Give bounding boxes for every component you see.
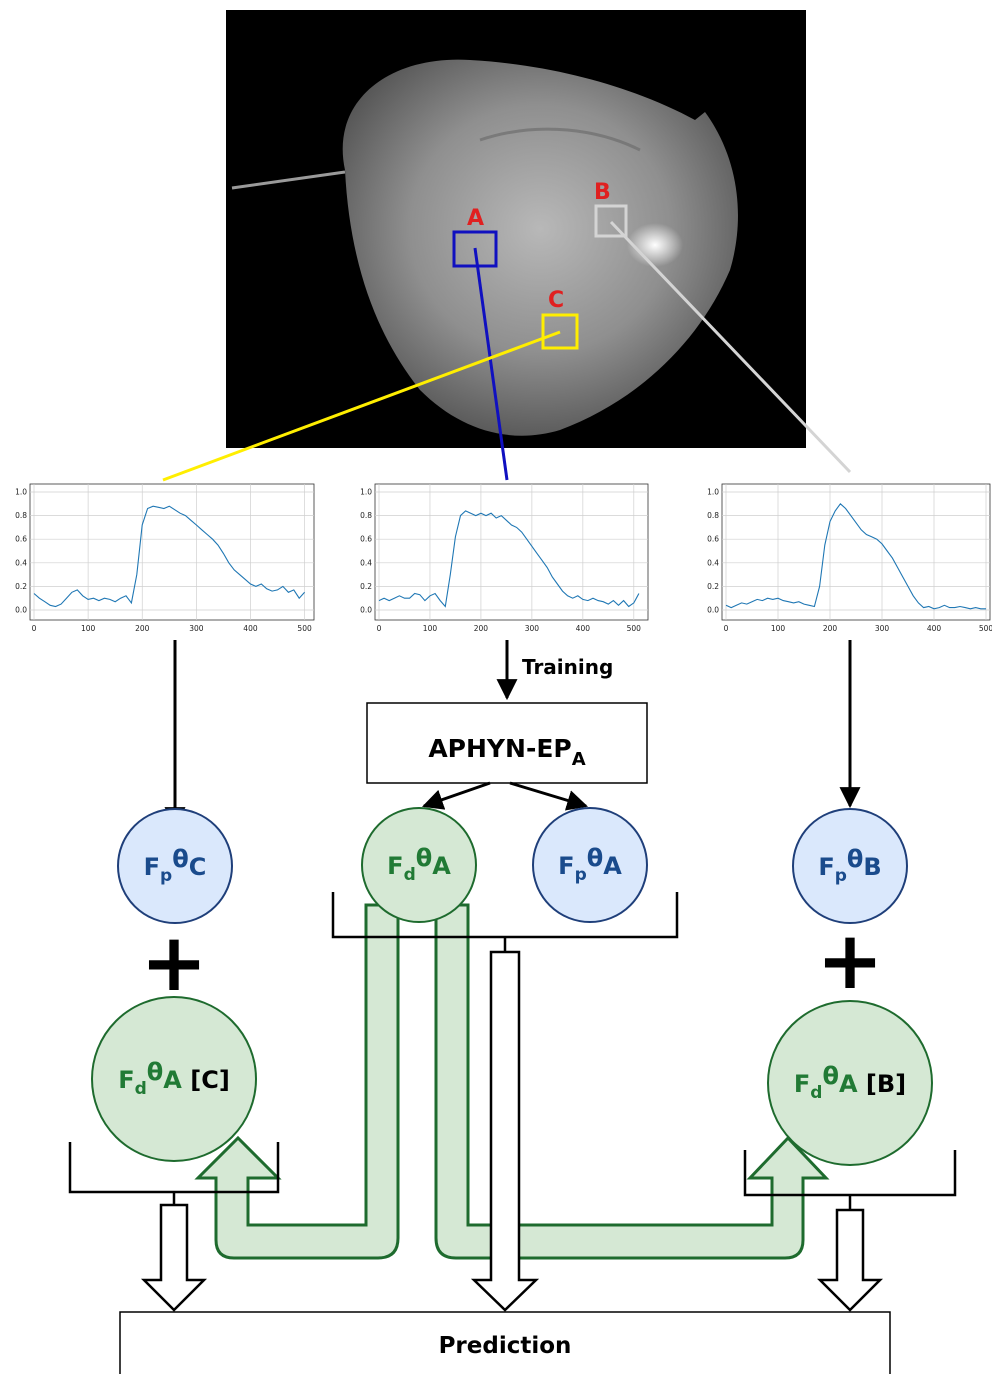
circle-label: FdθA [B] (794, 1062, 906, 1103)
circle-shape (767, 1000, 933, 1166)
y-tick-label: 1.0 (15, 488, 27, 497)
x-tick-label: 200 (135, 624, 150, 633)
y-tick-label: 0.6 (360, 535, 372, 544)
heart-contour (479, 127, 641, 152)
arrow-model-to-fd (422, 781, 491, 810)
signal-line (725, 502, 986, 610)
x-tick-label: 500 (627, 624, 642, 633)
roi-c-connector (162, 330, 561, 482)
y-tick-label: 0.8 (360, 511, 372, 520)
plot-frame (374, 483, 649, 621)
plus-sign-left: + (140, 916, 207, 1009)
roi-b-connector (609, 220, 852, 474)
heart-silhouette (342, 59, 738, 436)
circle-shape (792, 808, 908, 924)
roi-a-box (452, 230, 498, 268)
data-circle-a: FdθA (361, 807, 477, 923)
prediction-box (119, 1311, 891, 1374)
y-tick-label: 0.4 (360, 558, 372, 567)
y-tick-label: 0.0 (360, 606, 372, 615)
y-tick-label: 0.2 (707, 582, 719, 591)
y-tick-label: 0.8 (707, 511, 719, 520)
plus-sign-right: + (816, 914, 883, 1007)
y-tick-label: 1.0 (707, 488, 719, 497)
x-tick-label: 400 (576, 624, 591, 633)
model-box-label: APHYN-EPA (428, 734, 585, 770)
heart-image: A B C (162, 10, 852, 482)
model-box (366, 702, 648, 784)
plot-frame (29, 483, 315, 621)
data-term-transfer-band (194, 903, 830, 1260)
y-tick-label: 0.4 (15, 558, 27, 567)
signal-line (33, 505, 306, 608)
center-prediction-arrow (470, 950, 540, 1312)
left-prediction-arrow (140, 1203, 208, 1312)
y-tick-label: 0.6 (15, 535, 27, 544)
right-prediction-arrow (816, 1208, 884, 1312)
plot-frame (721, 483, 991, 621)
circle-label: FpθC (144, 845, 207, 886)
prediction-label: Prediction (439, 1333, 572, 1359)
x-tick-label: 200 (474, 624, 489, 633)
x-tick-label: 100 (81, 624, 96, 633)
physics-circle-a: FpθA (532, 807, 648, 923)
x-tick-label: 500 (297, 624, 312, 633)
y-tick-label: 0.4 (707, 558, 719, 567)
model-components: FpθC FdθA FpθA FpθB FdθA [C] FdθA [B] (91, 807, 933, 1166)
y-tick-label: 0.0 (707, 606, 719, 615)
roi-b-label: B (594, 180, 611, 205)
right-transfer-arrow (434, 903, 830, 1260)
bright-spot (627, 223, 683, 267)
circle-label: FpθA (558, 844, 622, 885)
roi-a-connector (473, 247, 509, 481)
catheter-line (231, 170, 346, 190)
y-tick-label: 0.8 (15, 511, 27, 520)
left-transfer-arrow (194, 903, 400, 1260)
y-tick-label: 0.2 (360, 582, 372, 591)
roi-b-box (594, 204, 628, 238)
x-tick-label: 200 (823, 624, 838, 633)
roi-c-label: C (548, 288, 564, 313)
x-tick-label: 100 (771, 624, 786, 633)
signal-plots: 0.0 0.2 0.4 0.6 0.8 1.0 0 100 200 300 400 500 0.0 0.2… (15, 483, 992, 633)
circle-shape (361, 807, 477, 923)
x-tick-label: 300 (525, 624, 540, 633)
data-circle-a-for-c: FdθA [C] (91, 996, 257, 1162)
roi-a-label: A (467, 206, 484, 231)
arrow-model-to-fp (509, 781, 589, 811)
x-tick-label: 400 (243, 624, 258, 633)
x-tick-label: 100 (423, 624, 438, 633)
x-tick-label: 400 (927, 624, 942, 633)
x-tick-label: 0 (32, 624, 37, 633)
plot-region-c: 0.0 0.2 0.4 0.6 0.8 1.0 0 100 200 300 400 500 (15, 483, 315, 633)
y-tick-label: 0.2 (15, 582, 27, 591)
training-label: Training (522, 655, 613, 679)
x-tick-label: 0 (724, 624, 729, 633)
y-tick-label: 0.0 (15, 606, 27, 615)
x-tick-label: 0 (377, 624, 382, 633)
y-tick-label: 0.6 (707, 535, 719, 544)
plot-region-a: 0.0 0.2 0.4 0.6 0.8 1.0 0 100 200 300 400 500 (360, 483, 649, 633)
circle-shape (117, 808, 233, 924)
x-tick-label: 300 (875, 624, 890, 633)
circle-label: FdθA (387, 844, 451, 885)
physics-circle-b: FpθB (792, 808, 908, 924)
data-circle-a-for-b: FdθA [B] (767, 1000, 933, 1166)
plot-region-b: 0.0 0.2 0.4 0.6 0.8 1.0 0 100 200 300 400 500 (707, 483, 992, 633)
circle-shape (532, 807, 648, 923)
y-tick-label: 1.0 (360, 488, 372, 497)
signal-line (378, 510, 640, 608)
x-tick-label: 300 (189, 624, 204, 633)
circle-label: FdθA [C] (118, 1058, 230, 1099)
roi-c-box (541, 313, 579, 350)
x-tick-label: 500 (979, 624, 992, 633)
circle-shape (91, 996, 257, 1162)
physics-circle-c: FpθC (117, 808, 233, 924)
circle-label: FpθB (818, 845, 881, 886)
